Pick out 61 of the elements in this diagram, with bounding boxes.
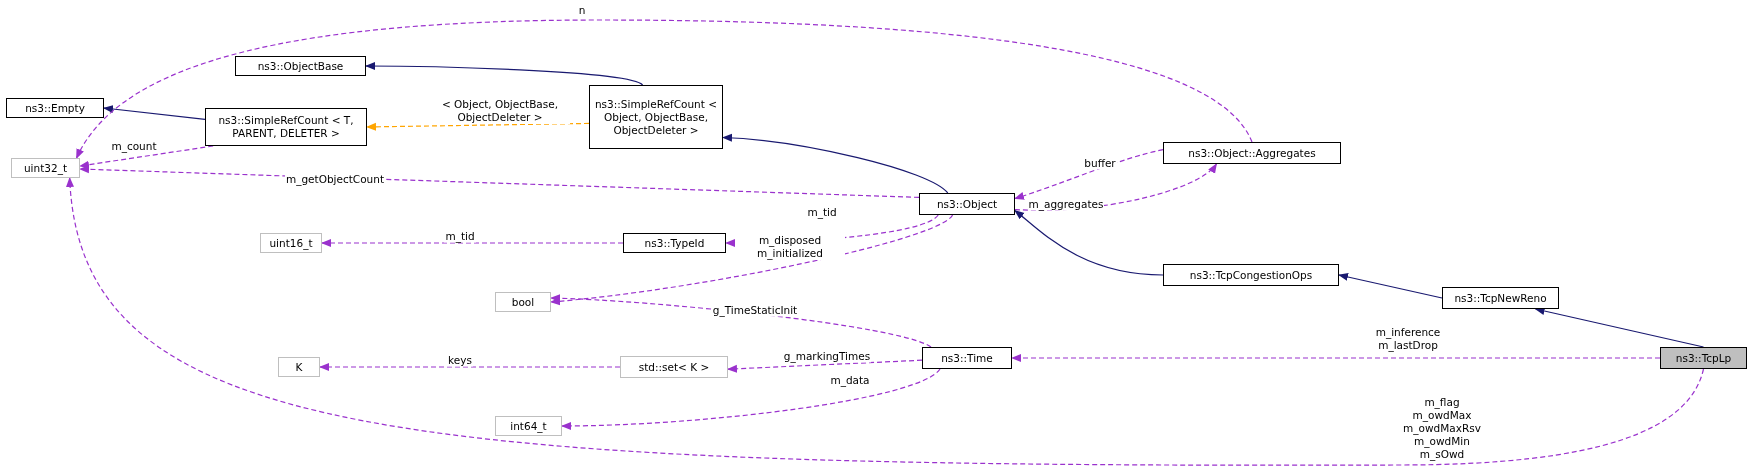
class-box [1442,287,1559,309]
class-box [623,233,726,253]
class-box [11,158,80,178]
class-name: ns3::TcpLp [1675,351,1732,365]
class-name: std::set< K > [638,360,710,374]
class-box [589,85,723,149]
class-box [495,292,551,312]
dashed-arrow [561,368,941,430]
arrow [1338,273,1443,299]
class-name: uint32_t [23,161,68,175]
class-box [620,356,728,378]
class-box [235,56,366,76]
class-name: ns3::TypeId [644,236,705,250]
dashed-arrow [75,19,1253,159]
class-name: ns3::Time [941,351,993,365]
edge-label: g_markingTimes [782,349,872,363]
class-name: ns3::TcpCongestionOps [1189,268,1313,282]
dashed-arrow [727,359,923,373]
edge-label: m_disposed m_initialized [735,234,845,260]
edge-label: m_data [829,373,871,387]
class-box [922,347,1012,369]
edge-label: m_getObjectCount [284,172,386,186]
class-box [919,193,1015,215]
class-name: uint16_t [269,236,313,250]
edge-label: keys [447,353,473,367]
dashed-arrow [1014,149,1164,200]
dashed-arrow [550,214,954,306]
class-name: int64_t [510,419,547,433]
class-name: K [295,360,303,374]
edge-label: buffer [1083,156,1117,170]
dashed-arrow [79,165,920,198]
class-box [278,357,320,377]
dashed-arrow [366,122,590,131]
class-box [1163,142,1341,164]
dashed-arrow [319,363,621,371]
class-name: ns3::SimpleRefCount < Object, ObjectBase, ObjectDeleter > [593,97,718,137]
class-name: ns3::ObjectBase [257,59,344,73]
edge-label: m_tid [806,205,838,219]
class-name: ns3::Object::Aggregates [1188,146,1316,160]
class-box [495,416,562,436]
arrow [1014,209,1164,276]
edge-label: m_tid [444,229,476,243]
dashed-arrow [67,177,1705,466]
arrow [365,62,644,86]
arrow [722,134,949,194]
edge-label: m_aggregates [1027,197,1105,211]
edge-label: m_count [110,139,158,153]
class-box [260,233,322,253]
edge-label: g_TimeStaticInit [711,303,799,317]
class-name: bool [511,295,535,309]
class-name: ns3::Empty [25,101,85,115]
class-name: ns3::Object [936,197,998,211]
dashed-arrow [321,239,624,247]
dashed-arrow [1011,354,1661,362]
class-box [6,98,104,118]
class-name: ns3::SimpleRefCount < T, PARENT, DELETER > [217,114,355,140]
class-box [1163,264,1339,286]
class-box [205,108,367,146]
arrow [103,105,206,120]
class-box [1660,347,1747,369]
class-name: ns3::TcpNewReno [1454,291,1547,305]
